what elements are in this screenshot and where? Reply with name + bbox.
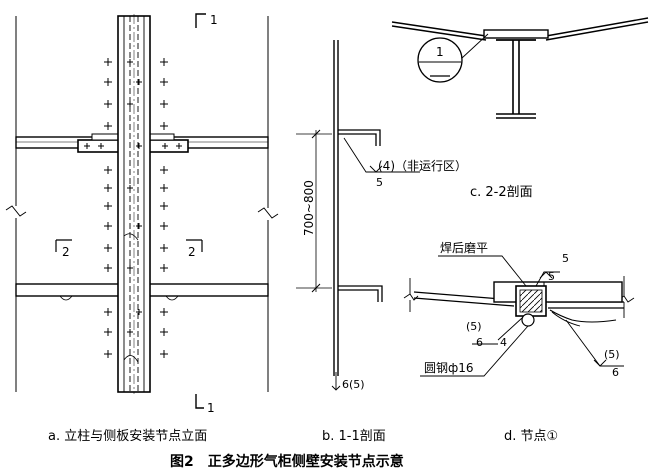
weld-note-non-operating-zone: (4)（非运行区）	[378, 159, 467, 173]
bolt-marks	[84, 58, 182, 358]
section-mark-2-left: 2	[62, 245, 70, 259]
dimension-700-800: 700~800	[302, 180, 316, 236]
caption-c: c. 2-2剖面	[470, 185, 533, 200]
weld-left-small-d: 4	[500, 336, 507, 349]
d-flange	[493, 281, 623, 303]
caption-a: a. 立柱与侧板安装节点立面	[48, 429, 207, 444]
section-mark-1-bottom: 1	[207, 401, 215, 415]
bottom-weld-b: 6(5)	[342, 378, 365, 391]
weld-left-paren-d: (5)	[466, 320, 482, 333]
leader-grind	[438, 255, 527, 287]
figure-title: 图2 正多边形气柜侧壁安装节点示意	[170, 453, 404, 470]
upper-stiffener	[338, 129, 381, 146]
weld-top-d: 5	[562, 252, 569, 265]
weld-right-main-d: 6	[612, 366, 619, 379]
panel-b-section	[296, 40, 420, 391]
caption-b: b. 1-1剖面	[322, 429, 386, 444]
node-number-c: 1	[436, 45, 444, 59]
lower-stiffener	[338, 285, 383, 302]
node-1-callout	[417, 37, 463, 83]
weld-left-main-d: 6	[476, 336, 483, 349]
break-mark-right	[257, 207, 279, 219]
grind-after-weld-note: 焊后磨平	[440, 240, 488, 255]
weld-top-alt-d: 5	[548, 270, 555, 283]
weld-right-paren-d: (5)	[604, 348, 620, 361]
panel-c-section	[391, 17, 649, 119]
round-bar	[521, 313, 535, 327]
panel-a-elevation	[5, 13, 279, 409]
round-bar-note: 圆钢ф16	[424, 361, 474, 375]
panel-d-node	[403, 255, 635, 377]
section-mark-1-top-arrow	[195, 13, 206, 28]
caption-d: d. 节点①	[504, 429, 558, 444]
section-mark-2-right: 2	[188, 245, 196, 259]
c-top-plate	[483, 29, 549, 39]
section-mark-1-top: 1	[210, 13, 218, 27]
weld-size-b: 5	[376, 176, 383, 189]
break-mark-left	[5, 205, 27, 217]
